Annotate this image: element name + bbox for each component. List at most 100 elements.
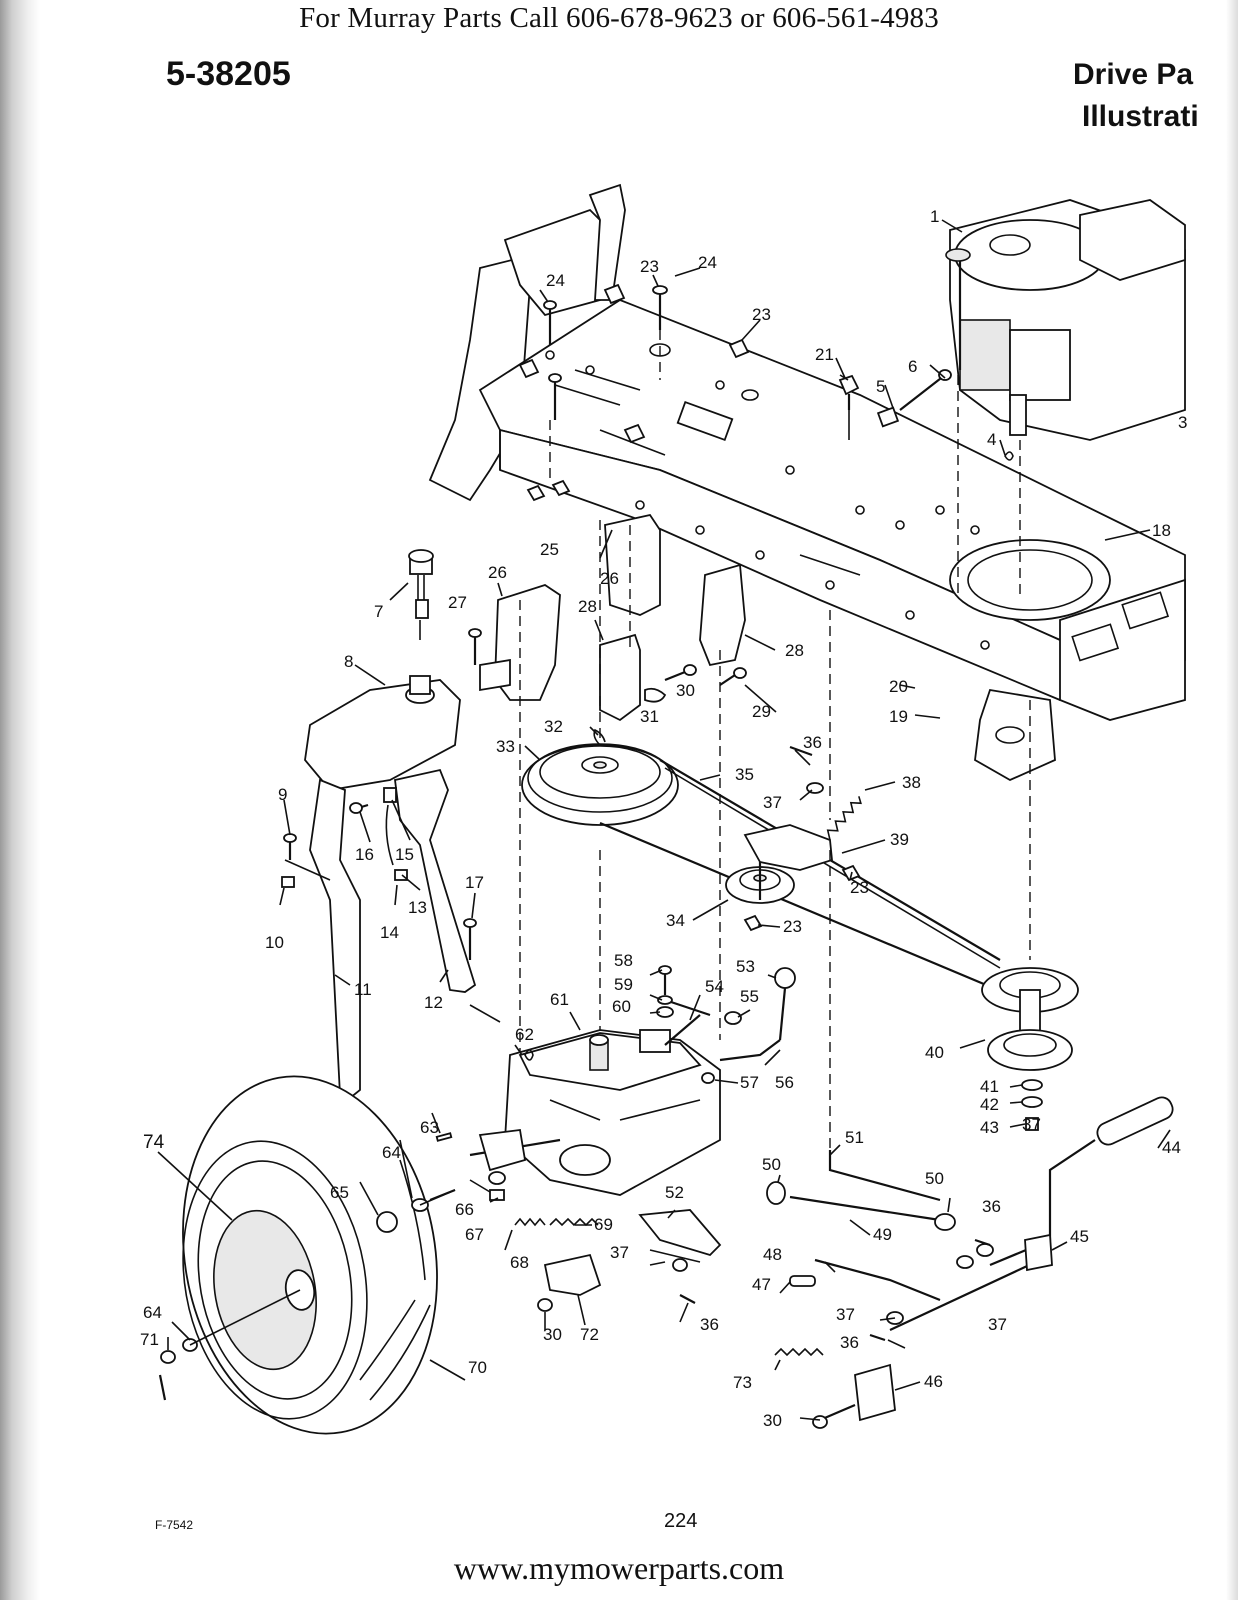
part-label-48: 48 [763,1245,782,1264]
nut-25 [526,479,571,502]
part-label-14: 14 [380,923,399,942]
part-label-69: 69 [594,1215,613,1234]
part-label-34: 34 [666,911,685,930]
part-label-10: 10 [265,933,284,952]
part-label-24-left: 24 [546,271,565,290]
part-label-47: 47 [752,1275,771,1294]
part-label-37-lower: 37 [836,1305,855,1324]
part-label-1: 1 [930,207,939,226]
part-label-5: 5 [876,377,885,396]
part-label-68: 68 [510,1253,529,1272]
part-label-37-mid: 37 [610,1243,629,1262]
part-label-26-right: 26 [600,569,619,588]
part-label-53: 53 [736,957,755,976]
part-label-30-upper: 30 [676,681,695,700]
part-label-44: 44 [1162,1138,1181,1157]
part-number-labels: 1 3 4 5 6 7 8 9 10 11 12 13 14 15 16 17 … [140,207,1187,1430]
part-label-37-washer: 37 [1022,1115,1041,1134]
leader-lines [157,219,1171,1421]
model-number: 5-38205 [166,55,291,93]
part-label-32: 32 [544,717,563,736]
part-label-19: 19 [889,707,908,726]
part-label-15: 15 [395,845,414,864]
part-label-29: 29 [752,702,771,721]
frame-chassis [428,183,1186,782]
shift-linkage [524,965,796,1084]
part-label-20: 20 [889,677,908,696]
frame-bolts [518,283,750,480]
clutch-brake-linkage [514,850,1174,1429]
part-label-64-upper: 64 [382,1143,401,1162]
part-label-42: 42 [980,1095,999,1114]
brackets [479,513,746,1060]
part-label-35: 35 [735,765,754,784]
part-label-70: 70 [468,1358,487,1377]
figure-code: F-7542 [155,1518,194,1532]
part-label-38: 38 [902,773,921,792]
part-label-28-left: 28 [578,597,597,616]
part-label-12: 12 [424,993,443,1012]
part-label-4: 4 [987,430,996,449]
part-label-56: 56 [775,1073,794,1092]
part-label-54: 54 [705,977,724,996]
part-label-74: 74 [143,1132,165,1153]
part-label-26-left: 26 [488,563,507,582]
part-label-36-upper: 36 [803,733,822,752]
part-label-23-top: 23 [640,257,659,276]
part-label-59: 59 [614,975,633,994]
part-label-64-lower: 64 [143,1303,162,1322]
scan-right-edge [1226,0,1238,1600]
part-label-43: 43 [980,1118,999,1137]
part-label-27: 27 [448,593,467,612]
part-label-50-left: 50 [762,1155,781,1174]
part-label-6: 6 [908,357,917,376]
part-label-62: 62 [515,1025,534,1044]
part-label-63: 63 [420,1118,439,1137]
part-label-24-top: 24 [698,253,717,272]
part-label-11: 11 [354,980,372,999]
tank-brackets [281,768,501,1099]
transmission [469,650,721,1196]
part-label-31: 31 [640,707,659,726]
page-title-line1: Drive Pa [1073,58,1194,91]
part-label-36-lower: 36 [700,1315,719,1334]
part-label-61: 61 [550,990,569,1009]
part-label-45: 45 [1070,1227,1089,1246]
parts-phone-header: For Murray Parts Call 606-678-9623 or 60… [299,2,939,34]
part-label-60: 60 [612,997,631,1016]
part-label-52: 52 [665,1183,684,1202]
part-label-23-bracket: 23 [850,878,869,897]
part-label-73: 73 [733,1373,752,1392]
rear-wheel [182,1075,438,1435]
part-label-39: 39 [890,830,909,849]
part-label-37-upper: 37 [763,793,782,812]
part-label-9: 9 [278,785,287,804]
engine-hardware [838,369,1014,461]
part-label-49: 49 [873,1225,892,1244]
part-label-25: 25 [540,540,559,559]
bracket-bolts [468,628,747,703]
part-label-16: 16 [355,845,374,864]
part-label-28-right: 28 [785,641,804,660]
part-label-40: 40 [925,1043,944,1062]
part-label-58: 58 [614,951,633,970]
part-label-30-lower: 30 [543,1325,562,1344]
page-title-line2: Illustrati [1082,100,1199,133]
pulleys-and-belt [521,610,1079,1131]
part-label-65: 65 [330,1183,349,1202]
part-label-23-right: 23 [752,305,771,324]
part-label-7: 7 [374,602,383,621]
part-label-41: 41 [980,1077,999,1096]
part-label-17: 17 [465,873,484,892]
part-label-71: 71 [140,1330,159,1349]
part-label-21: 21 [815,345,834,364]
part-label-13: 13 [408,898,427,917]
part-label-55: 55 [740,987,759,1006]
engine-assembly [945,199,1186,600]
website-footer: www.mymowerparts.com [453,1550,785,1586]
part-label-8: 8 [344,652,353,671]
part-label-18: 18 [1152,521,1171,540]
part-label-66: 66 [455,1200,474,1219]
part-label-67: 67 [465,1225,484,1244]
